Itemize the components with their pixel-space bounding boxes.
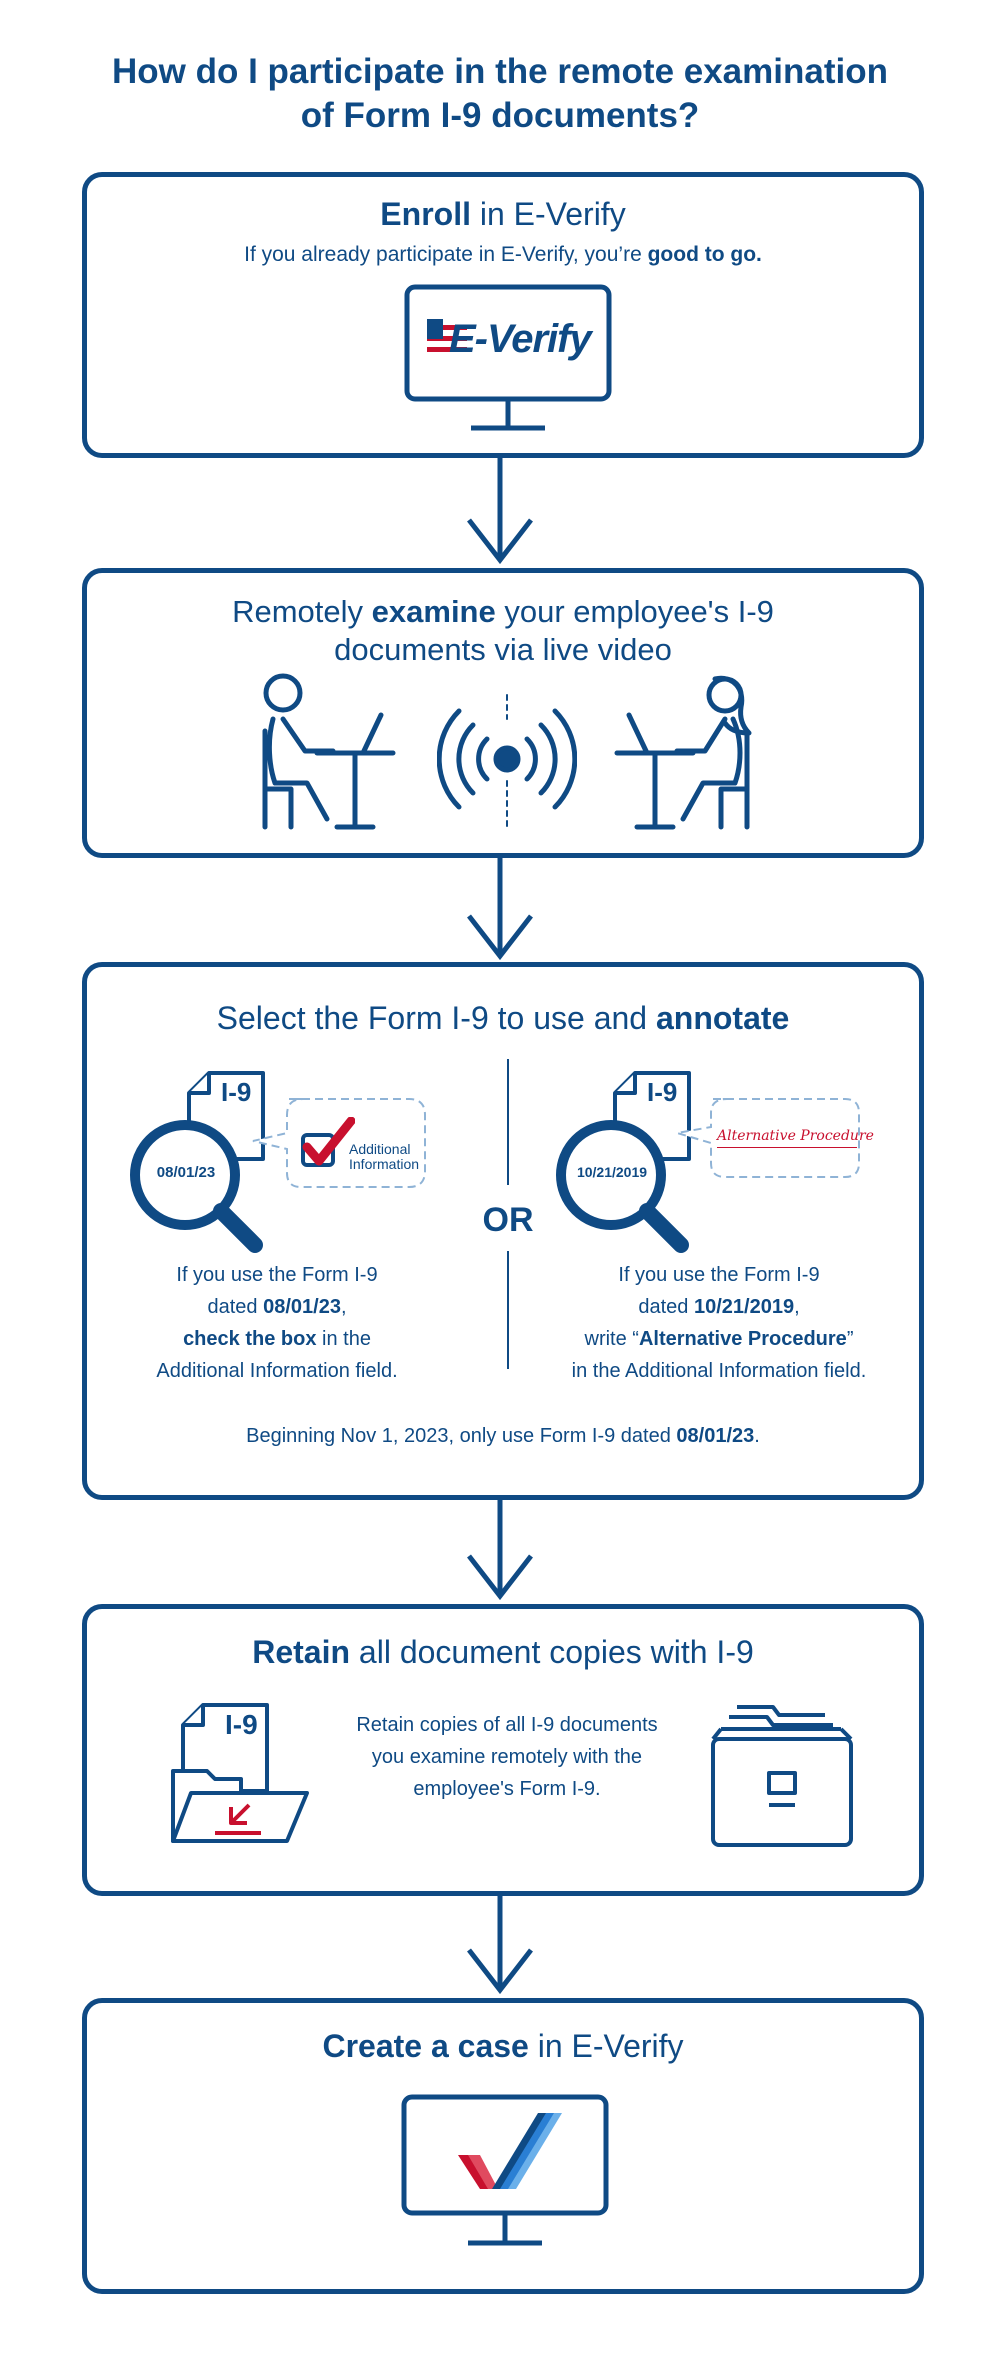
flow-arrow-4	[466, 1896, 534, 1998]
or-label: OR	[482, 1201, 534, 1239]
step-enroll-subtext-normal: If you already participate in E-Verify, …	[244, 243, 648, 266]
left-instr-line3-post: in the	[316, 1328, 371, 1350]
right-instr-line3-post: ”	[846, 1328, 854, 1350]
bubble-line-1: Additional	[349, 1141, 411, 1157]
right-instr-line3-bold: Alternative Procedure	[638, 1328, 847, 1350]
step-annotate-heading-bold: annotate	[655, 1000, 790, 1036]
right-instr-line2: dated 10/21/2019,	[529, 1291, 909, 1323]
retain-line2: you examine remotely with the	[371, 1746, 643, 1768]
flow-arrow-2	[466, 858, 534, 964]
left-instr-line3-bold: check the box	[183, 1328, 317, 1350]
magnifier-icon-left	[127, 1117, 267, 1257]
right-instr-line2-pre: dated	[638, 1296, 694, 1318]
e-verify-logo-text: E-Verify	[449, 317, 592, 361]
monitor-checkmark-icon	[400, 2093, 610, 2253]
right-doc-label: I-9	[647, 1077, 678, 1107]
page-title: How do I participate in the remote exami…	[0, 50, 1000, 138]
monitor-icon	[403, 283, 613, 433]
live-video-signal-icon	[437, 691, 577, 831]
step-retain-heading: Retain all document copies with I-9	[87, 1633, 919, 1671]
retain-description: Retain copies of all I-9 documents you e…	[327, 1709, 687, 1805]
step-create-case-heading-bold: Create a case	[322, 2028, 529, 2064]
step-retain-heading-rest: all document copies with I-9	[350, 1634, 754, 1670]
flow-arrow-1	[466, 458, 534, 570]
left-instr-line2-post: ,	[340, 1296, 347, 1318]
person-at-laptop-right-icon	[607, 671, 757, 831]
right-instr-line3-pre: write “	[584, 1328, 639, 1350]
bubble-line-2: Information	[349, 1156, 420, 1172]
left-instr-line4: Additional Information field.	[156, 1360, 398, 1382]
file-drawer-icon	[707, 1701, 857, 1851]
left-instr-line1: If you use the Form I-9	[176, 1264, 378, 1286]
step-annotate-card: Select the Form I-9 to use and annotate …	[82, 962, 924, 1500]
step-retain-card: Retain all document copies with I-9 I-9 …	[82, 1604, 924, 1896]
footer-note-post: .	[754, 1425, 760, 1447]
left-instructions: If you use the Form I-9 dated 08/01/23, …	[107, 1259, 447, 1387]
bubble-additional-info-text: Additional Information	[349, 1142, 419, 1172]
person-at-laptop-left-icon	[255, 671, 405, 831]
retain-line1: Retain copies of all I-9 documents	[356, 1714, 658, 1736]
flow-arrow-3	[466, 1500, 534, 1604]
retain-doc-label: I-9	[225, 1709, 258, 1740]
right-instr-line3: write “Alternative Procedure”	[529, 1323, 909, 1355]
step-create-case-heading-rest: in E-Verify	[528, 2028, 684, 2064]
right-instr-line2-bold: 10/21/2019	[693, 1296, 795, 1318]
step-enroll-heading-bold: Enroll	[380, 196, 471, 232]
title-line-1: How do I participate in the remote exami…	[112, 52, 888, 91]
left-instr-line2-pre: dated	[207, 1296, 264, 1318]
right-instr-line1: If you use the Form I-9	[618, 1264, 820, 1286]
left-doc-label: I-9	[221, 1077, 252, 1107]
step-examine-card: Remotely examine your employee's I-9 doc…	[82, 568, 924, 858]
step-annotate-heading-normal: Select the Form I-9 to use and	[216, 1000, 656, 1036]
column-divider	[507, 1059, 509, 1185]
magnifier-icon-right	[553, 1117, 693, 1257]
footer-note-pre: Beginning Nov 1, 2023, only use Form I-9…	[246, 1425, 677, 1447]
alternative-procedure-handwriting: Alternative Procedure	[717, 1128, 874, 1144]
checkbox-checked-icon	[299, 1117, 355, 1173]
step-examine-heading-post: your employee's I-9	[495, 594, 774, 629]
document-folder-download-icon	[167, 1701, 317, 1851]
right-date-badge: 10/21/2019	[576, 1164, 648, 1180]
right-instr-line2-post: ,	[794, 1296, 800, 1318]
step-create-case-card: Create a case in E-Verify	[82, 1998, 924, 2294]
step-enroll-heading: Enroll in E-Verify	[87, 195, 919, 233]
left-instr-line2: dated 08/01/23,	[107, 1291, 447, 1323]
step-enroll-heading-rest: in E-Verify	[470, 196, 626, 232]
left-instr-line2-bold: 08/01/23	[263, 1296, 341, 1318]
right-instructions: If you use the Form I-9 dated 10/21/2019…	[529, 1259, 909, 1387]
retain-line3: employee's Form I-9.	[413, 1778, 601, 1800]
step-enroll-card: Enroll in E-Verify If you already partic…	[82, 172, 924, 458]
left-instr-line3: check the box in the	[107, 1323, 447, 1355]
step-retain-heading-bold: Retain	[252, 1634, 351, 1670]
footer-note-bold: 08/01/23	[676, 1425, 755, 1447]
annotate-footer-note: Beginning Nov 1, 2023, only use Form I-9…	[87, 1425, 919, 1448]
left-date-badge: 08/01/23	[156, 1164, 216, 1181]
step-examine-heading: Remotely examine your employee's I-9 doc…	[87, 593, 919, 669]
step-examine-heading-line2: documents via live video	[334, 632, 672, 667]
alternative-procedure-bubble	[673, 1095, 863, 1185]
step-examine-heading-pre: Remotely	[232, 594, 372, 629]
step-annotate-heading: Select the Form I-9 to use and annotate	[87, 999, 919, 1037]
step-enroll-subtext-bold: good to go.	[647, 243, 762, 266]
step-examine-heading-bold: examine	[371, 594, 496, 629]
step-examine-heading-line1: Remotely examine your employee's I-9	[87, 593, 919, 631]
step-create-case-heading: Create a case in E-Verify	[87, 2027, 919, 2065]
handwriting-underline	[717, 1147, 857, 1148]
step-enroll-subtext: If you already participate in E-Verify, …	[87, 243, 919, 267]
right-instr-line4: in the Additional Information field.	[571, 1360, 867, 1382]
title-line-2: of Form I-9 documents?	[300, 96, 700, 135]
column-divider-lower	[507, 1251, 509, 1369]
e-verify-logo: E-Verify	[427, 317, 592, 363]
